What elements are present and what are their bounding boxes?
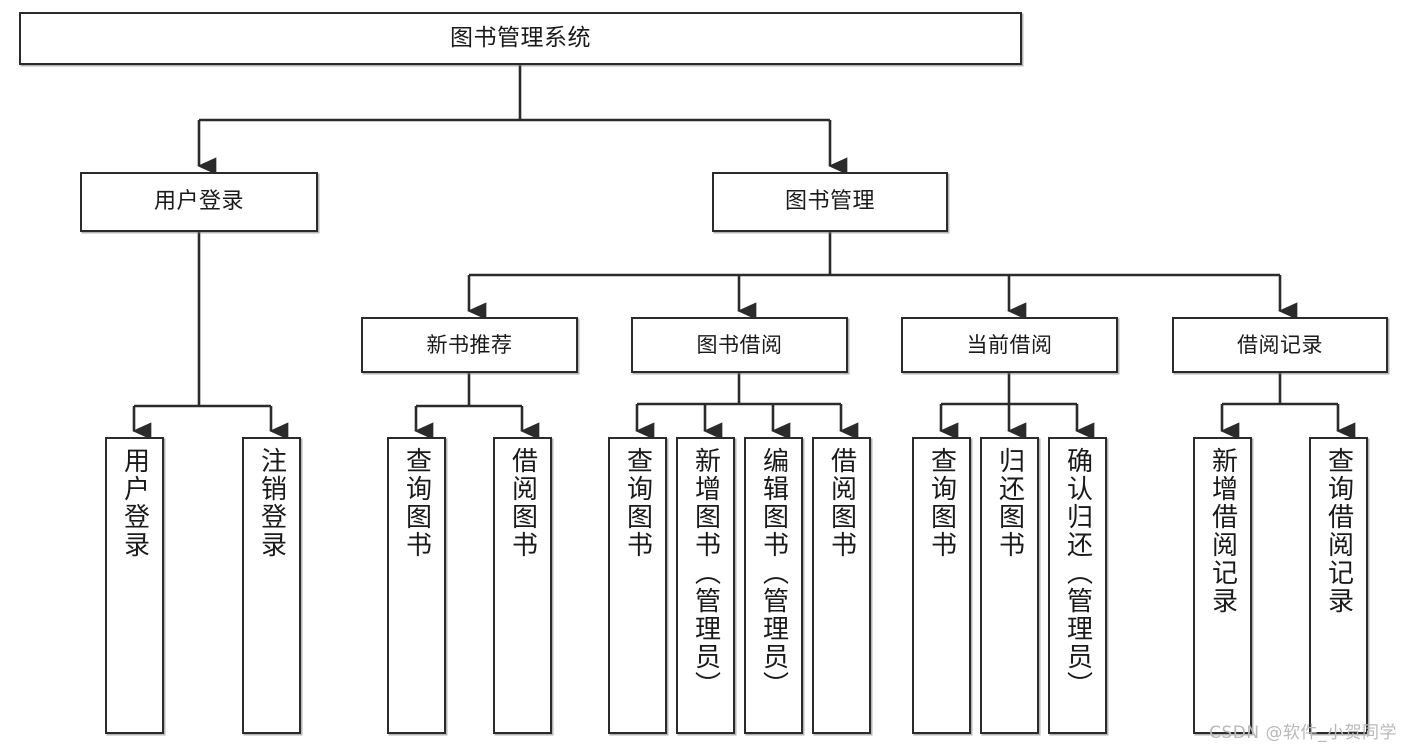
node-label: 确认归还（管理员） xyxy=(1062,447,1093,699)
leaf-user-login-logout[interactable]: 注销登录 xyxy=(242,437,301,734)
node-label: 借阅记录 xyxy=(1237,332,1323,357)
node-label: 查询图书 xyxy=(926,447,957,559)
leaf-new-book-query[interactable]: 查询图书 xyxy=(387,437,446,734)
node-current-borrow[interactable]: 当前借阅 xyxy=(901,317,1118,373)
leaf-new-book-borrow[interactable]: 借阅图书 xyxy=(493,437,552,734)
node-label: 图书管理系统 xyxy=(450,25,591,52)
node-label: 新增图书（管理员） xyxy=(690,447,721,699)
node-label: 图书管理 xyxy=(784,189,875,215)
node-root-system[interactable]: 图书管理系统 xyxy=(19,12,1022,65)
node-label: 查询借阅记录 xyxy=(1323,447,1354,615)
node-label: 新增借阅记录 xyxy=(1207,447,1238,615)
leaf-borrow-query-book[interactable]: 查询图书 xyxy=(608,437,667,734)
node-book-management[interactable]: 图书管理 xyxy=(712,172,948,232)
node-label: 查询图书 xyxy=(401,447,432,559)
node-borrow-record[interactable]: 借阅记录 xyxy=(1172,317,1388,373)
leaf-current-return-book[interactable]: 归还图书 xyxy=(980,437,1039,734)
node-label: 查询图书 xyxy=(622,447,653,559)
leaf-borrow-edit-book-admin[interactable]: 编辑图书（管理员） xyxy=(744,437,803,734)
node-label: 当前借阅 xyxy=(966,332,1053,357)
node-label: 新书推荐 xyxy=(426,332,513,357)
leaf-borrow-add-book-admin[interactable]: 新增图书（管理员） xyxy=(676,437,735,734)
node-new-book-recommend[interactable]: 新书推荐 xyxy=(361,317,578,373)
node-label: 归还图书 xyxy=(994,447,1025,559)
leaf-current-query-book[interactable]: 查询图书 xyxy=(912,437,971,734)
node-label: 用户登录 xyxy=(153,189,244,215)
leaf-user-login-login[interactable]: 用户登录 xyxy=(105,437,164,734)
leaf-current-confirm-return-admin[interactable]: 确认归还（管理员） xyxy=(1048,437,1107,734)
leaf-record-add-record[interactable]: 新增借阅记录 xyxy=(1193,437,1252,734)
node-label: 图书借阅 xyxy=(696,332,783,357)
node-label: 编辑图书（管理员） xyxy=(758,447,789,699)
node-label: 用户登录 xyxy=(119,447,150,559)
watermark: CSDN @软件_小贺同学 xyxy=(1209,723,1397,743)
node-label: 借阅图书 xyxy=(826,447,857,559)
leaf-borrow-borrow-book[interactable]: 借阅图书 xyxy=(812,437,871,734)
node-label: 注销登录 xyxy=(256,447,287,559)
node-label: 借阅图书 xyxy=(507,447,538,559)
leaf-record-query-record[interactable]: 查询借阅记录 xyxy=(1309,437,1368,734)
node-user-login[interactable]: 用户登录 xyxy=(80,172,318,232)
node-book-borrow[interactable]: 图书借阅 xyxy=(631,317,848,373)
